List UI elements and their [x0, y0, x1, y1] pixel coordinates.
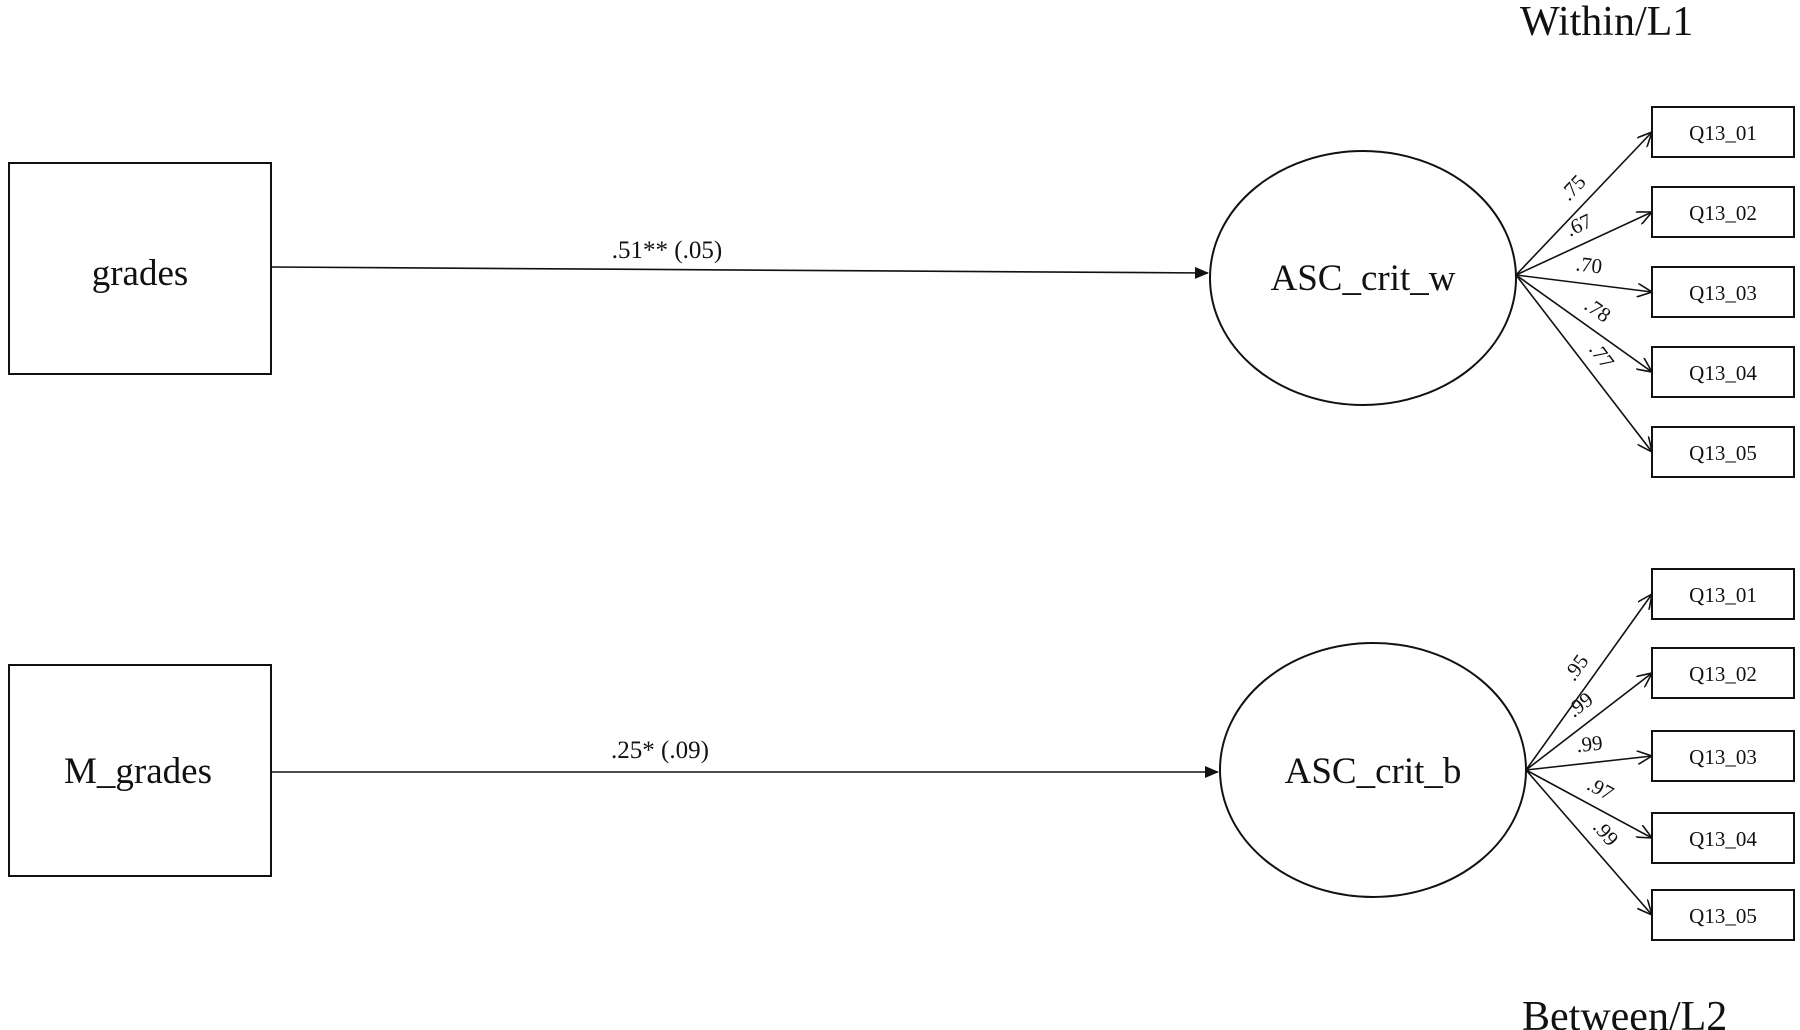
between-loading-label: .95: [1559, 650, 1594, 685]
between-loading-path: [1525, 769, 1652, 838]
between-loading-label: .97: [1583, 772, 1618, 806]
within-indicator-label: Q13_03: [1689, 281, 1757, 305]
within-indicator-box: [1651, 266, 1795, 318]
within-indicator-box: [1651, 106, 1795, 158]
between-predictor-label: M_grades: [64, 751, 212, 792]
between-level-label: Between/L2: [1522, 994, 1727, 1030]
between-indicator-box: [1651, 647, 1795, 699]
within-predictor-box: [8, 162, 272, 375]
within-level-label: Within/L1: [1520, 0, 1693, 45]
between-indicator-label: Q13_03: [1689, 745, 1757, 769]
between-indicator-label: Q13_01: [1689, 583, 1757, 607]
within-latent-factor: [1209, 150, 1517, 406]
within-indicator-label: Q13_01: [1689, 121, 1757, 145]
within-loading-path: [1515, 212, 1652, 276]
between-loading-path: [1525, 769, 1652, 915]
within-indicator-label: Q13_04: [1689, 361, 1757, 385]
between-predictor-box: [8, 664, 272, 877]
within-loading-path: [1515, 132, 1652, 276]
between-loading-path: [1525, 756, 1652, 771]
between-indicator-box: [1651, 730, 1795, 782]
within-indicator-box: [1651, 426, 1795, 478]
between-loading-label: .99: [1562, 687, 1597, 722]
between-model: M_grades .25* (.09) ASC_crit_b Q13_01 .95…: [8, 568, 1795, 941]
between-indicator-box: [1651, 812, 1795, 864]
between-indicator-label: Q13_02: [1689, 662, 1757, 686]
between-indicator-box: [1651, 889, 1795, 941]
within-loading-label: .75: [1555, 170, 1590, 206]
within-loading-label: .77: [1584, 338, 1619, 373]
within-loading-label: .78: [1580, 293, 1615, 328]
within-indicator-label: Q13_05: [1689, 441, 1757, 465]
within-indicator-box: [1651, 346, 1795, 398]
within-loading-label: .70: [1575, 251, 1604, 278]
within-predictor-label: grades: [92, 253, 189, 294]
within-indicator-box: [1651, 186, 1795, 238]
between-loading-label: .99: [1575, 730, 1604, 757]
between-loading-path: [1525, 673, 1652, 771]
within-loading-path: [1515, 274, 1652, 372]
between-loading-path: [1525, 594, 1652, 771]
within-loading-label: .67: [1562, 209, 1596, 242]
within-model: grades .51** (.05) ASC_crit_w Q13_01.75Q…: [8, 106, 1795, 478]
within-regression-path: [270, 266, 1209, 279]
between-path-label: .25* (.09): [611, 737, 709, 764]
between-latent-label: ASC_crit_b: [1285, 751, 1462, 792]
within-loading-path: [1515, 274, 1652, 292]
within-indicator-label: Q13_02: [1689, 201, 1757, 225]
within-latent-label: ASC_crit_w: [1271, 258, 1456, 299]
between-indicator-label: Q13_05: [1689, 904, 1757, 928]
within-path-label: .51** (.05): [612, 237, 722, 264]
between-indicator-label: Q13_04: [1689, 827, 1757, 851]
within-loading-path: [1515, 274, 1652, 452]
